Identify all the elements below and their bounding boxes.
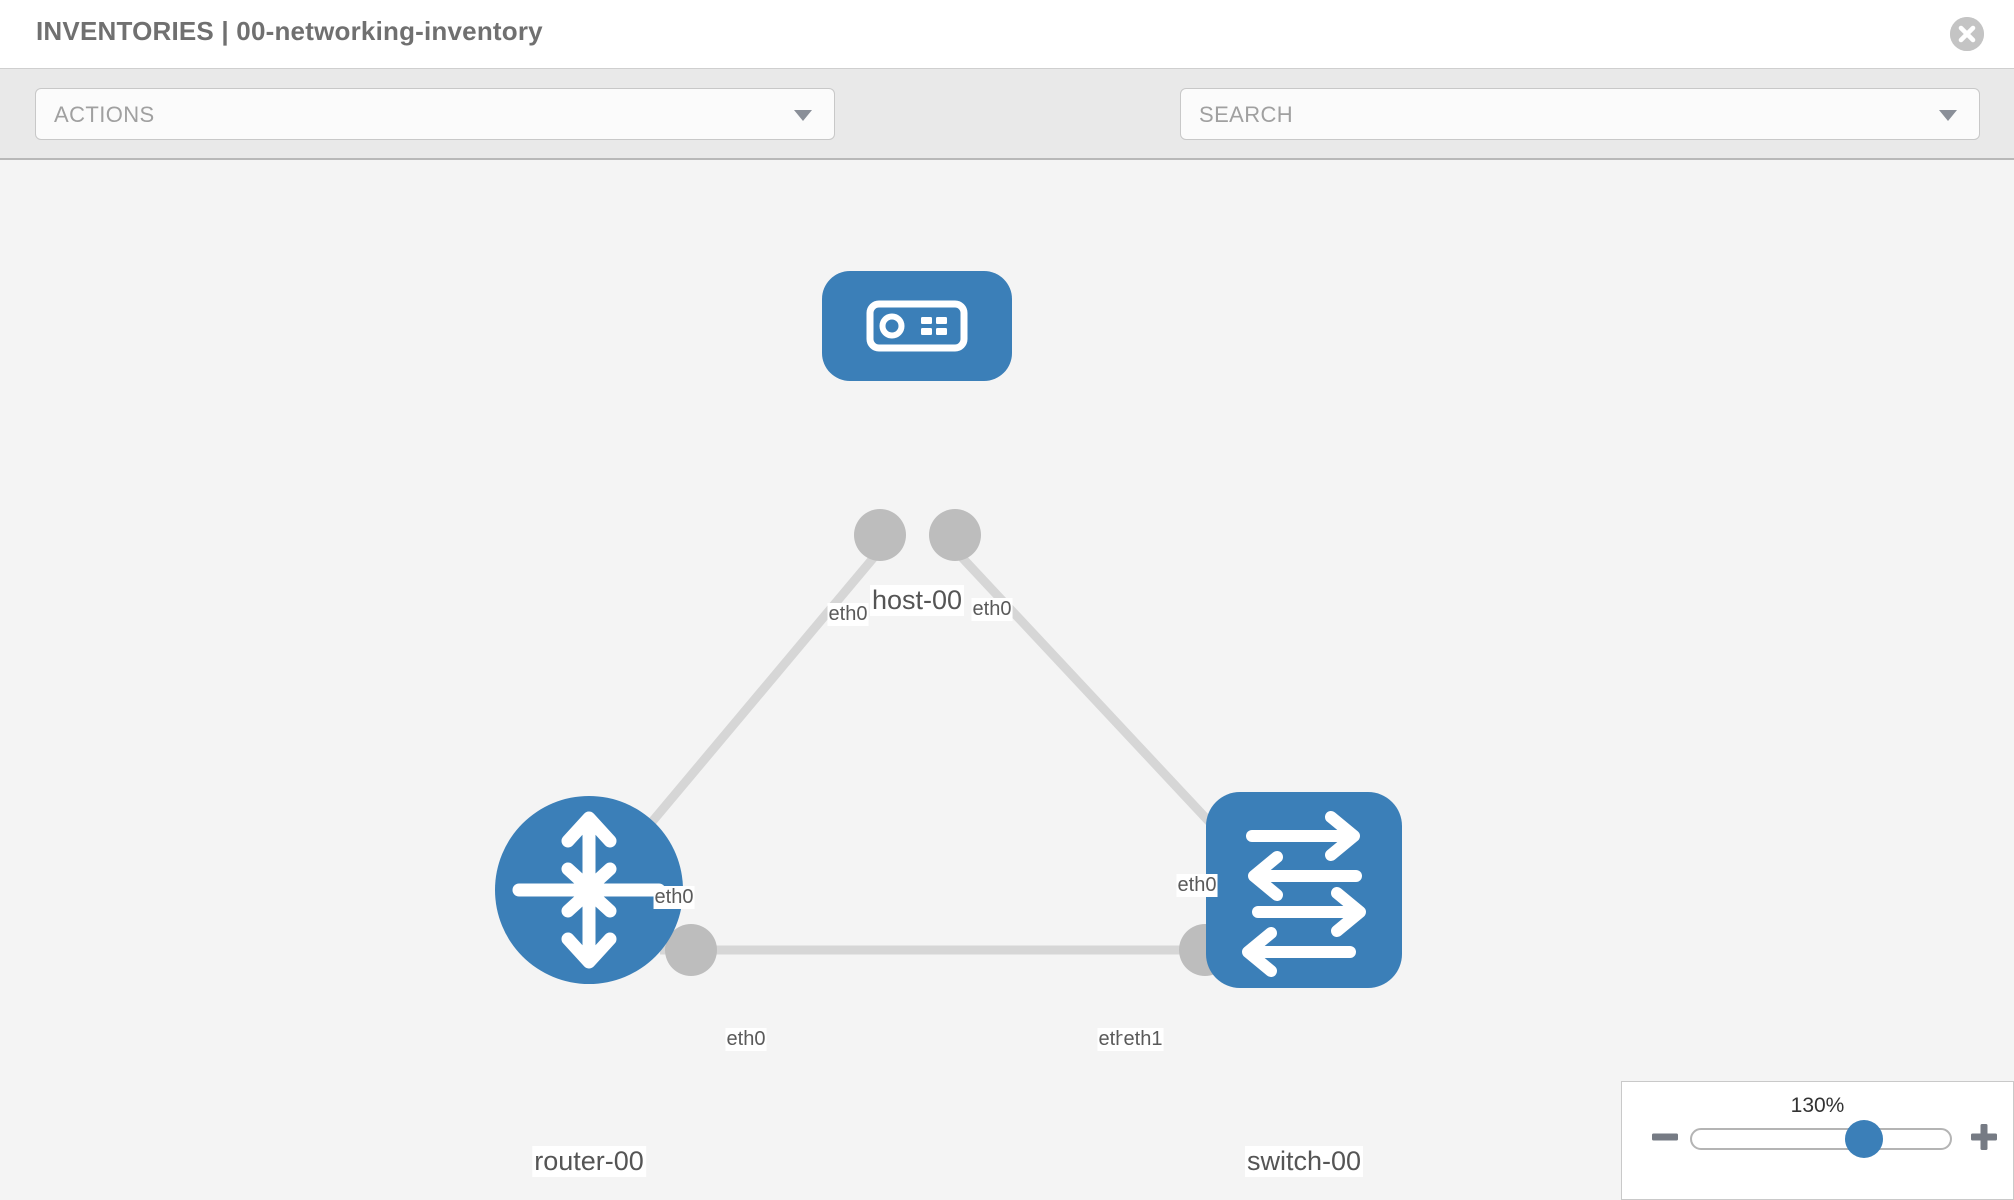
node-router-00[interactable]: [495, 796, 683, 984]
edge-label-host-eth0-left: eth0: [827, 603, 869, 626]
close-icon[interactable]: [1950, 17, 1984, 51]
edge-host-switch[interactable]: [951, 546, 1249, 864]
port-host-eth0-left[interactable]: [854, 509, 906, 561]
port-host-eth0-right[interactable]: [929, 509, 981, 561]
topology-ports: [665, 509, 1268, 976]
node-label-host-00: host-00: [869, 585, 965, 616]
zoom-in-button[interactable]: [1967, 1120, 2001, 1154]
edge-label-host-eth0-right: eth0: [971, 598, 1013, 621]
node-label-router-00: router-00: [532, 1146, 646, 1177]
node-label-switch-00: switch-00: [1244, 1146, 1364, 1177]
topology-canvas[interactable]: eth0 eth0 eth0 eth0 eth0 eth0 eth1 host-…: [0, 160, 2014, 1200]
edge-label-router-eth0-up: eth0: [653, 886, 695, 909]
chevron-down-icon[interactable]: [1939, 110, 1957, 121]
zoom-slider-track[interactable]: [1690, 1128, 1952, 1150]
edge-label-switch-eth1: eth1: [1122, 1028, 1164, 1051]
search-placeholder: SEARCH: [1199, 102, 1294, 127]
node-switch-00[interactable]: [1206, 792, 1402, 988]
actions-dropdown-label: ACTIONS: [54, 102, 155, 127]
toolbar: ACTIONS SEARCH: [0, 68, 2014, 198]
chevron-down-icon: [794, 110, 812, 121]
edge-label-router-eth0: eth0: [725, 1028, 767, 1051]
edge-host-router[interactable]: [616, 547, 884, 863]
actions-dropdown[interactable]: ACTIONS: [35, 88, 835, 140]
zoom-slider-thumb[interactable]: [1845, 1120, 1883, 1158]
node-host-00[interactable]: [822, 271, 1012, 381]
search-input[interactable]: SEARCH: [1180, 88, 1980, 140]
zoom-level-label: 130%: [1790, 1094, 1845, 1117]
zoom-control-panel: 130%: [1621, 1081, 2014, 1200]
page-header: INVENTORIES | 00-networking-inventory: [0, 0, 2014, 68]
zoom-out-button[interactable]: [1648, 1120, 1682, 1154]
page-title: INVENTORIES | 00-networking-inventory: [36, 16, 543, 46]
port-router-eth0[interactable]: [665, 924, 717, 976]
topology-graph: [495, 271, 1402, 988]
edge-label-switch-eth0-up: eth0: [1176, 874, 1218, 897]
